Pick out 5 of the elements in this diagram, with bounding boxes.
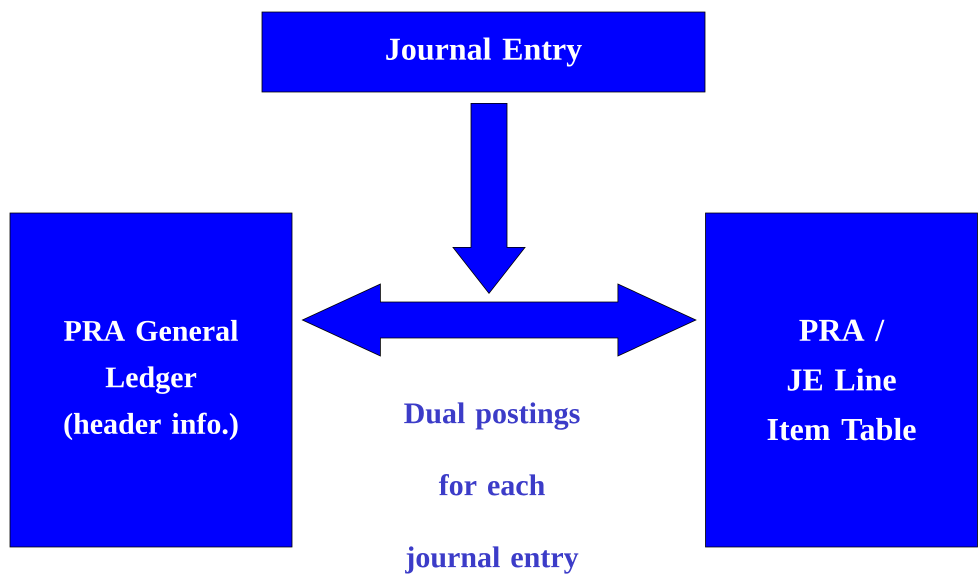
block-arrow xyxy=(452,103,526,294)
process-box: Journal Entry xyxy=(262,12,706,92)
process-box: PRA / JE Line Item Table xyxy=(705,212,978,548)
process-box: PRA General Ledger (header info.) xyxy=(10,212,292,548)
note-text: Dual postings for each journal entry xyxy=(404,402,580,574)
